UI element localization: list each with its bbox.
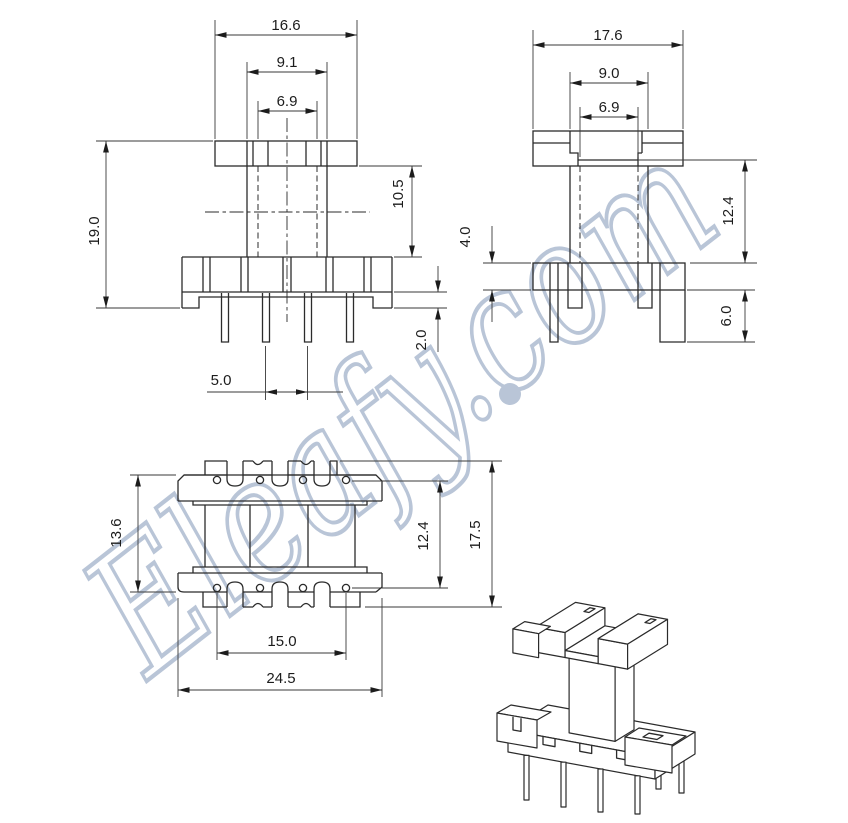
dim-fv-window-height: 10.5 [359, 165, 422, 258]
svg-text:17.6: 17.6 [593, 27, 622, 44]
dim-fv-flange-width: 16.6 [214, 17, 358, 139]
dim-sv-flange-depth: 17.6 [532, 27, 684, 129]
dim-bv-overall-length: 24.5 [177, 598, 383, 697]
bottom-view: 13.6 12.4 17.5 15.0 24.5 [108, 460, 502, 697]
dim-fv-pin-pitch: 5.0 [207, 346, 343, 400]
dim-sv-base-thickness: 4.0 [457, 226, 531, 322]
dim-sv-column-depth: 9.0 [569, 65, 649, 129]
svg-text:15.0: 15.0 [267, 633, 296, 650]
svg-text:13.6: 13.6 [108, 518, 125, 547]
dim-fv-column-width: 9.1 [246, 54, 328, 139]
watermark-dot [499, 383, 521, 405]
front-view: 16.6 9.1 6.9 19.0 10.5 [86, 17, 447, 400]
side-view: 17.6 9.0 6.9 4.0 12.4 [457, 27, 757, 343]
svg-text:16.6: 16.6 [271, 17, 300, 34]
svg-text:2.0: 2.0 [413, 330, 430, 351]
svg-text:12.4: 12.4 [720, 196, 737, 225]
dim-sv-window-height: 12.4 [690, 160, 757, 264]
svg-text:19.0: 19.0 [86, 216, 103, 245]
dim-fv-foot-step: 2.0 [394, 266, 447, 352]
dim-sv-pin-length: 6.0 [687, 289, 755, 343]
svg-text:10.5: 10.5 [390, 179, 407, 208]
isometric-view [496, 601, 696, 815]
svg-text:5.0: 5.0 [211, 372, 232, 389]
svg-text:4.0: 4.0 [457, 227, 474, 248]
dim-bv-row-pitch: 12.4 [352, 480, 448, 589]
dim-bv-body-width: 13.6 [108, 474, 176, 593]
svg-text:6.0: 6.0 [718, 306, 735, 327]
svg-text:9.0: 9.0 [599, 65, 620, 82]
svg-text:6.9: 6.9 [277, 93, 298, 110]
svg-text:17.5: 17.5 [467, 520, 484, 549]
svg-text:24.5: 24.5 [266, 670, 295, 687]
svg-text:12.4: 12.4 [415, 521, 432, 550]
dim-sv-bore-depth: 6.9 [579, 99, 639, 157]
dim-bv-overall-depth: 17.5 [340, 460, 502, 608]
svg-text:9.1: 9.1 [277, 54, 298, 71]
dim-fv-total-height: 19.0 [86, 140, 213, 309]
dim-fv-bore-width: 6.9 [257, 93, 318, 139]
dim-bv-pin-span: 15.0 [216, 593, 347, 660]
svg-text:6.9: 6.9 [599, 99, 620, 116]
